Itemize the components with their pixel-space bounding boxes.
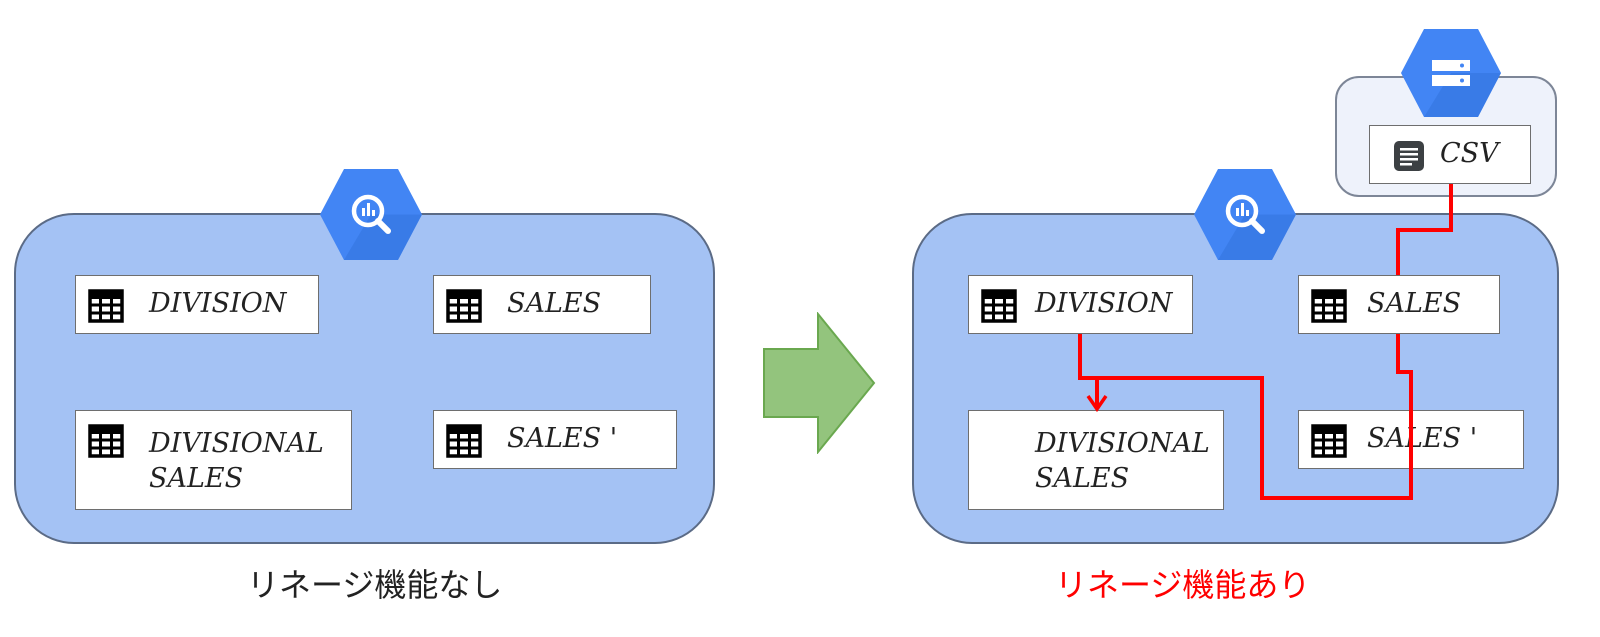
- table-name: DIVISION: [1035, 288, 1173, 319]
- cloud-storage-icon: [1401, 29, 1501, 117]
- right-arrow-icon: [763, 312, 876, 454]
- table-icon: [446, 424, 482, 458]
- table-divisional-sales-left[interactable]: DIVISIONAL SALES: [75, 410, 352, 510]
- table-icon: [446, 289, 482, 323]
- table-sales-right[interactable]: SALES: [1298, 275, 1500, 334]
- table-name: SALES: [1367, 288, 1462, 319]
- table-icon: [88, 289, 124, 323]
- table-name-line-1: DIVISIONAL: [1035, 428, 1210, 459]
- table-name: SALES: [507, 288, 602, 319]
- table-name: DIVISION: [149, 288, 287, 319]
- table-name-line-2: SALES: [1035, 463, 1130, 494]
- bigquery-icon: [320, 169, 422, 260]
- table-name-line-1: DIVISIONAL: [149, 428, 324, 459]
- caption-without-lineage: リネージ機能なし: [247, 566, 503, 604]
- caption-with-lineage: リネージ機能あり: [1055, 566, 1311, 604]
- table-division-right[interactable]: DIVISION: [968, 275, 1193, 334]
- table-icon: [981, 289, 1017, 323]
- table-icon: [1311, 424, 1347, 458]
- bigquery-icon: [1194, 169, 1296, 260]
- table-sales-prime-left[interactable]: SALES ': [433, 410, 677, 469]
- table-sales-left[interactable]: SALES: [433, 275, 651, 334]
- lineage-line-sales-to-divisional-sales: [1080, 376, 1413, 500]
- table-name-line-2: SALES: [149, 463, 244, 494]
- table-name: SALES ': [1367, 423, 1478, 454]
- table-name: SALES ': [507, 423, 618, 454]
- table-division-left[interactable]: DIVISION: [75, 275, 319, 334]
- file-name: CSV: [1440, 138, 1499, 169]
- table-icon: [88, 424, 124, 458]
- lineage-line-csv-to-sales: [1396, 184, 1453, 275]
- lineage-line-sales-to-sales-prime: [1396, 334, 1413, 410]
- table-icon: [1311, 289, 1347, 323]
- lineage-arrowhead: [1086, 395, 1108, 413]
- file-csv[interactable]: CSV: [1369, 125, 1531, 184]
- document-icon: [1394, 141, 1424, 171]
